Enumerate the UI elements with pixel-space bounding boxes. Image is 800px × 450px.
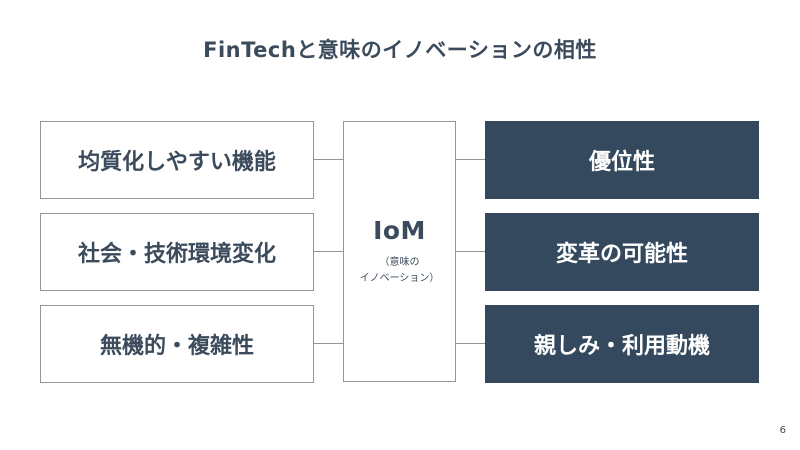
- left-box-2: 社会・技術環境変化: [40, 213, 314, 291]
- center-box-iom: IoM （意味の イノベーション）: [343, 121, 456, 382]
- page-number: 6: [779, 425, 786, 436]
- right-box-2: 変革の可能性: [485, 213, 759, 291]
- right-box-2-label: 変革の可能性: [555, 242, 688, 267]
- slide-title: FinTechと意味のイノベーションの相性: [203, 38, 597, 62]
- right-box-1-label: 優位性: [588, 150, 655, 175]
- left-box-2-label: 社会・技術環境変化: [77, 242, 276, 267]
- connector-right-1: [456, 159, 485, 160]
- right-box-1: 優位性: [485, 121, 759, 199]
- left-box-1: 均質化しやすい機能: [40, 121, 314, 199]
- left-box-3: 無機的・複雑性: [40, 305, 314, 383]
- right-box-3-label: 親しみ・利用動機: [533, 334, 710, 359]
- center-title: IoM: [373, 216, 426, 245]
- right-box-3: 親しみ・利用動機: [485, 305, 759, 383]
- connector-left-2: [314, 251, 343, 252]
- connector-right-3: [456, 343, 485, 344]
- left-box-1-label: 均質化しやすい機能: [78, 150, 276, 175]
- left-box-3-label: 無機的・複雑性: [99, 334, 254, 359]
- center-subtitle-line2: イノベーション）: [359, 273, 440, 284]
- connector-left-1: [314, 159, 343, 160]
- connector-left-3: [314, 343, 343, 344]
- center-subtitle-line1: （意味の: [379, 257, 420, 268]
- center-subtitle: （意味の イノベーション）: [360, 255, 440, 287]
- connector-right-2: [456, 251, 485, 252]
